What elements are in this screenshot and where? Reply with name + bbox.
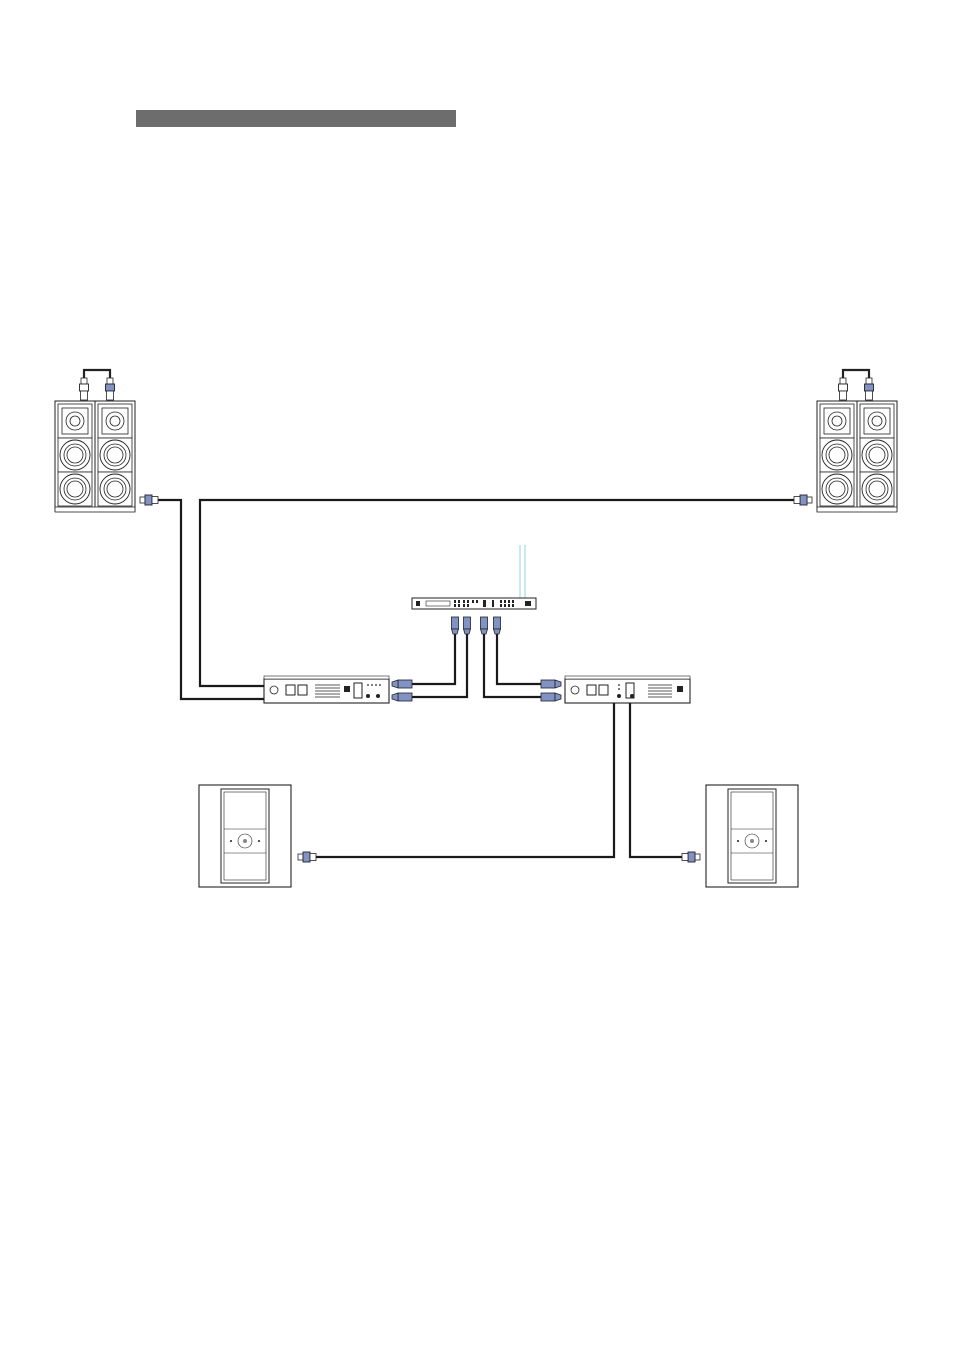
amp-left [264, 676, 389, 703]
speaker-top-right [817, 370, 897, 512]
speaker-left-input-connector [140, 495, 158, 505]
sub-right [682, 785, 798, 887]
cable-processor-to-amps [412, 634, 541, 697]
sub-left [199, 785, 316, 887]
cable-amp-right-to-subs [316, 703, 682, 857]
speaker-top-left [55, 370, 135, 512]
processor [412, 545, 536, 634]
amp-right [565, 676, 690, 703]
speaker-right-input-connector [794, 495, 812, 505]
